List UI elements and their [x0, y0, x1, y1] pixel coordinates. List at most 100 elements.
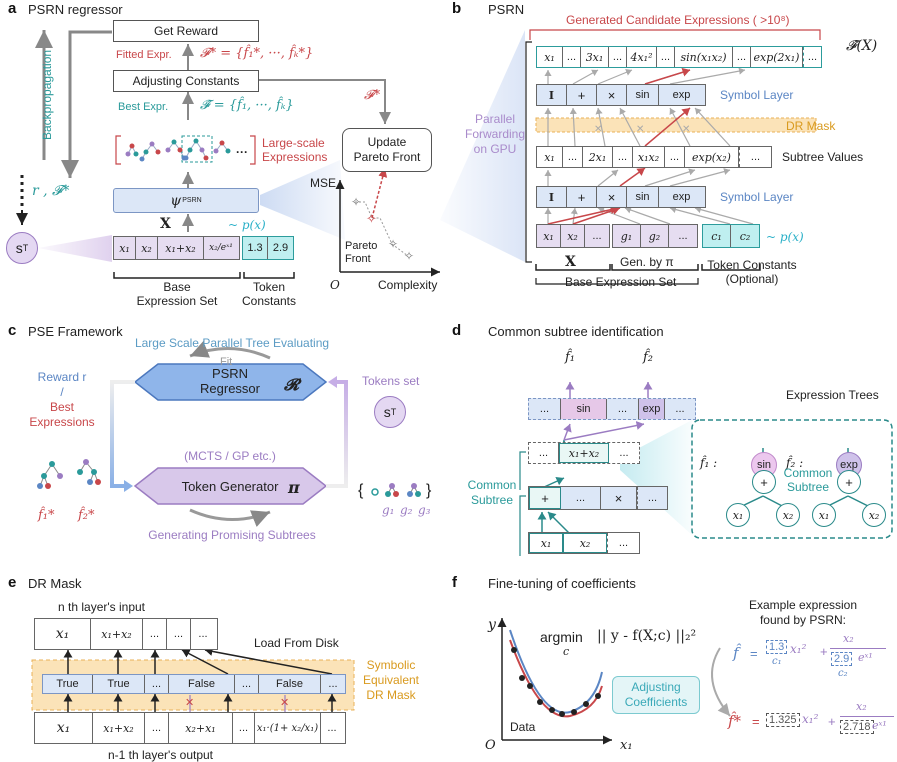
g1-label: g₁	[382, 503, 395, 517]
parallel-text-2: Forwarding	[464, 127, 526, 141]
fstar-c1-fit: 1.325	[766, 713, 800, 727]
e-top-x1: x₁	[35, 619, 91, 649]
example-text-1: Example expression	[748, 598, 858, 612]
prev-output-label: n-1 th layer's output	[108, 748, 214, 762]
gen-by-label: Gen. by π	[620, 255, 674, 269]
d-op-plus: +	[529, 487, 561, 509]
b-c-cell-1: c₂	[739, 229, 751, 243]
token-label-1: Token	[252, 280, 286, 294]
d-top-cell-exp: exp	[639, 399, 665, 419]
fhat-c2: c₂	[838, 668, 848, 679]
argmin-text: argmin	[540, 629, 583, 645]
r-fstar-label: r , 𝓕*	[32, 183, 70, 199]
tree2-label: f̂₂ :	[786, 456, 804, 470]
e-top-cell-3: ...	[167, 619, 191, 649]
panel-d-label: d	[452, 322, 462, 339]
tree2-x2: x₂	[862, 503, 886, 527]
psrn-text-1: PSRN	[211, 366, 249, 381]
fstar-c2-fit: 2.718	[840, 720, 874, 734]
fhat-x2: x₂	[843, 632, 854, 645]
update-text-1: Update	[367, 135, 407, 149]
fstar-ex1: eˣ¹	[872, 719, 887, 732]
pareto-text-1: Pareto	[345, 240, 378, 252]
cand-cell-2: 3x₁	[581, 47, 609, 67]
reward-text-4: Expressions	[29, 415, 95, 429]
d-top-cell-sin: sin	[561, 399, 607, 419]
base-cell-sum: x₁+x₂	[158, 237, 204, 259]
panel-e-title: DR Mask	[28, 576, 82, 591]
base-label-1: Base	[163, 280, 191, 294]
fhat-fraction-bar	[830, 648, 886, 649]
fitted-expr-label: Fitted Expr.	[116, 49, 172, 61]
base-expression-label: Base Expression Set	[114, 280, 240, 308]
generated-label: Generated Candidate Expressions ( >10⁸)	[566, 13, 790, 27]
svg-text:✧: ✧	[388, 237, 398, 251]
sym-bot-I: I	[537, 187, 567, 207]
c-s-t-text: s	[383, 404, 391, 420]
f-y-axis: y	[488, 617, 496, 633]
fhat-x1sq: x₁²	[790, 642, 807, 656]
sym-top-I: I	[537, 85, 567, 105]
symbol-layer-bottom: I + × sin exp	[536, 186, 706, 208]
e-top-row: x₁ x₁+x₂ ... ... ...	[34, 618, 218, 650]
e-bot-fraction: x₁·(1+ x₂/x₁)	[255, 713, 321, 743]
e-mask-row: True True ... False ... False ...	[42, 674, 346, 694]
e-bot-swap: x₂+x₁	[169, 713, 233, 743]
common-right-2: Subtree	[786, 480, 830, 494]
common-left-2: Subtree	[470, 493, 514, 507]
panel-e-label: e	[8, 574, 17, 591]
reward-text-3: Best	[49, 400, 74, 414]
f-data-label: Data	[510, 720, 536, 734]
fit-label: Fit	[220, 356, 233, 368]
panel-b-label: b	[452, 0, 462, 17]
adj-coef-2: Coefficients	[624, 695, 688, 709]
reward-label: Reward r / Best Expressions	[22, 370, 102, 430]
subtree-values-row: x₁ ... 2x₁ ... x₁x₂ ... exp(x₂) ...	[536, 146, 772, 168]
adjusting-constants-box: Adjusting Constants	[113, 70, 259, 92]
e-top-cell-4: ...	[198, 628, 208, 640]
pi-symbol: π	[288, 478, 300, 497]
fstar-x1sq: x₁²	[802, 712, 819, 726]
d-op-cell-1: ...	[561, 487, 601, 509]
b-x-label: X	[565, 254, 576, 270]
x-bold-label: X	[160, 216, 171, 232]
const-cell-1: 1.3	[243, 237, 268, 259]
sym-top-sin: sin	[627, 85, 659, 105]
e-mask-4: ...	[235, 675, 259, 693]
panel-f-title: Fine-tuning of coefficients	[488, 576, 636, 591]
sub-cell-7: ...	[739, 147, 771, 167]
adjusting-coefficients-box: Adjusting Coefficients	[612, 676, 700, 714]
base-expression-row: x₁ x₂ x₁+x₂ x₂/eˣ¹	[113, 236, 240, 260]
b-c-cell-0: c₁	[703, 225, 731, 247]
cand-cell-0: x₁	[537, 47, 563, 67]
cand-cell-9: ...	[803, 47, 821, 67]
b-base-set-label: Base Expression Set	[565, 275, 677, 289]
c-f2-label: f̂₂*	[78, 508, 95, 523]
cand-cell-4: 4x₁²	[627, 47, 657, 67]
panel-f-label: f	[452, 574, 457, 591]
adj-coef-1: Adjusting	[631, 680, 681, 694]
d-mid-cell-sum: x₁+x₂	[559, 443, 609, 463]
symbol-layer-label-top: Symbol Layer	[720, 88, 794, 102]
s-t-text: s	[15, 240, 23, 256]
sym-bot-exp: exp	[672, 191, 691, 203]
b-optional-text: (Optional)	[725, 272, 779, 286]
base-cell-ratio: x₂/eˣ¹	[209, 243, 233, 253]
s-t-sub: T	[22, 243, 29, 253]
mse-label: MSE	[310, 176, 337, 190]
tokens-set-label: Tokens set	[362, 374, 420, 388]
e-bot-cell-6: ...	[327, 722, 337, 734]
sym-bot-times: ×	[597, 187, 627, 207]
p-x-label: ~ p(x)	[228, 218, 266, 232]
dr-mask-label: DR Mask	[786, 119, 836, 133]
argmin-block: argmin	[540, 630, 583, 644]
origin-a: O	[330, 278, 340, 292]
e-top-sum: x₁+x₂	[91, 619, 143, 649]
d-mid-cell-0: ...	[529, 443, 559, 463]
b-g-cell-2: ...	[678, 230, 688, 242]
d-bot-cell-2: ...	[607, 533, 639, 553]
fstar-eq: =	[752, 714, 760, 729]
f-x-axis: x₁	[620, 738, 633, 753]
